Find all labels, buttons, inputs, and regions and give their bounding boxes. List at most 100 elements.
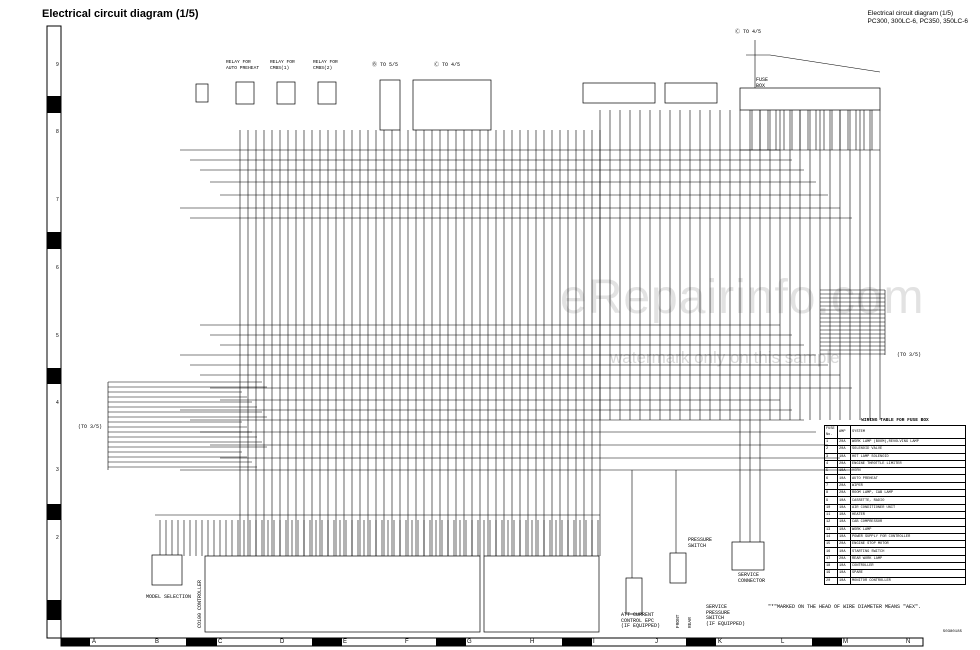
row-label: 5 xyxy=(56,333,59,339)
wiring-table-cell: WORK LAMP xyxy=(850,525,966,534)
to-3-5-left-label: (TO 3/5) xyxy=(78,424,103,430)
wiring-table-cell: 7 xyxy=(824,481,838,491)
wiring-table-cell: CAB COMPRESSOR xyxy=(850,518,966,527)
wiring-table-header-cell: FUSE No. xyxy=(824,425,838,439)
connector-block xyxy=(379,79,401,131)
att-current-label: ATT CURRENT CONTROL EPC (IF EQUIPPED) xyxy=(621,612,661,629)
wire-segment xyxy=(769,54,881,73)
wire-diameter-note: "*"MARKED ON THE HEAD OF WIRE DIAMETER M… xyxy=(768,604,922,610)
column-label: C xyxy=(218,639,223,645)
controller-connector xyxy=(483,555,600,633)
column-label: N xyxy=(906,639,911,645)
fuse-box-block xyxy=(739,87,881,111)
watermark-text: eRepairinfo.com xyxy=(560,271,925,324)
zone-marker xyxy=(47,96,61,113)
wiring-table-cell: 10A xyxy=(837,576,851,585)
wiring-table-cell: 10A xyxy=(837,569,851,578)
row-label: 8 xyxy=(56,129,59,135)
row-label: 4 xyxy=(56,400,59,406)
wiring-table-cell: HORN xyxy=(850,467,966,476)
wiring-table-cell: HEATER xyxy=(850,510,966,520)
service-connector-block xyxy=(731,541,765,571)
rear-label: REAR xyxy=(688,617,693,628)
wiring-table-cell: 16 xyxy=(824,547,838,556)
column-label: B xyxy=(155,639,160,645)
wiring-table-header-cell: SYSTEM xyxy=(850,425,966,439)
wiring-table-cell: 20A xyxy=(837,445,851,454)
wiring-table-cell: 10 xyxy=(824,503,838,512)
wiring-table-cell: 18 xyxy=(824,562,838,571)
page-title: Electrical circuit diagram (1/5) xyxy=(42,8,199,20)
connector-block xyxy=(582,82,656,104)
header-right-title: Electrical circuit diagram (1/5) xyxy=(867,10,954,17)
wiring-table-cell: 10A xyxy=(837,452,851,461)
column-label: M xyxy=(843,639,848,645)
wiring-table-cell: MONITOR CONTROLLER xyxy=(850,576,966,585)
wiring-table-cell: 10A xyxy=(837,525,851,534)
wiring-table-cell: 20 xyxy=(824,576,838,585)
wiring-table-cell: 19 xyxy=(824,569,838,578)
zone-marker xyxy=(562,638,592,646)
column-label: D xyxy=(280,639,285,645)
fuse-box-wiring-table: WIRING TABLE FOR FUSE BOX FUSE No. AMP S… xyxy=(824,418,966,585)
model-selection-connector xyxy=(151,554,183,586)
wiring-table-cell: 20A xyxy=(837,540,851,549)
model-selection-label: MODEL SELECTION xyxy=(146,594,192,600)
wiring-table-cell: 10A xyxy=(837,562,851,571)
wiring-table-header-cell: AMP xyxy=(837,425,851,439)
wiring-table-cell: REAR WORK LAMP xyxy=(850,554,966,564)
column-label: K xyxy=(718,639,723,645)
to-4-5-fuse-label: Ⓒ TO 4/5 xyxy=(735,29,762,35)
column-label: L xyxy=(781,639,785,645)
wiring-table-cell: 10A xyxy=(837,532,851,542)
controller-connector xyxy=(204,555,481,633)
row-label: 7 xyxy=(56,197,59,203)
connector-block xyxy=(412,79,492,131)
wiring-table-cell: POWER SUPPLY FOR CONTROLLER xyxy=(850,532,966,542)
row-label: 2 xyxy=(56,535,59,541)
column-label: F xyxy=(405,639,409,645)
wiring-table-cell: 10A xyxy=(837,503,851,512)
zone-marker xyxy=(436,638,466,646)
wiring-table-cell: ENGINE THROTTLE LIMITER xyxy=(850,459,966,469)
zone-marker xyxy=(47,600,61,620)
wiring-table-title: WIRING TABLE FOR FUSE BOX xyxy=(861,418,929,423)
connector-block xyxy=(664,82,718,104)
wiring-table-cell: 6 xyxy=(824,474,838,483)
zone-marker xyxy=(47,504,61,520)
wiring-table-cell: 10A xyxy=(837,547,851,556)
column-label: I xyxy=(593,639,595,645)
wiring-table-cell: 10A xyxy=(837,518,851,527)
wiring-table-cell: 10A xyxy=(837,474,851,483)
row-label: 3 xyxy=(56,467,59,473)
wiring-table-cell: 20A xyxy=(837,554,851,564)
wiring-table-cell: 12 xyxy=(824,518,838,527)
wiring-table-cell: 20A xyxy=(837,489,851,498)
zone-marker xyxy=(186,638,217,646)
wiring-table-cell: HOT LAMP SOLENOID xyxy=(850,452,966,461)
row-label: 6 xyxy=(56,265,59,271)
column-label: A xyxy=(92,639,97,645)
wiring-table-cell: 5 xyxy=(824,467,838,476)
wiring-table-cell: 10A xyxy=(837,467,851,476)
zone-marker xyxy=(812,638,842,646)
wiring-table-cell: CONTROLLER xyxy=(850,562,966,571)
relay-connector xyxy=(276,81,296,105)
zone-marker xyxy=(61,638,90,646)
relay-connector xyxy=(195,83,209,103)
wiring-table-cell: AIR CONDITIONER UNIT xyxy=(850,503,966,512)
wiring-table-cell: 13 xyxy=(824,525,838,534)
att-epc-connector xyxy=(625,577,643,615)
